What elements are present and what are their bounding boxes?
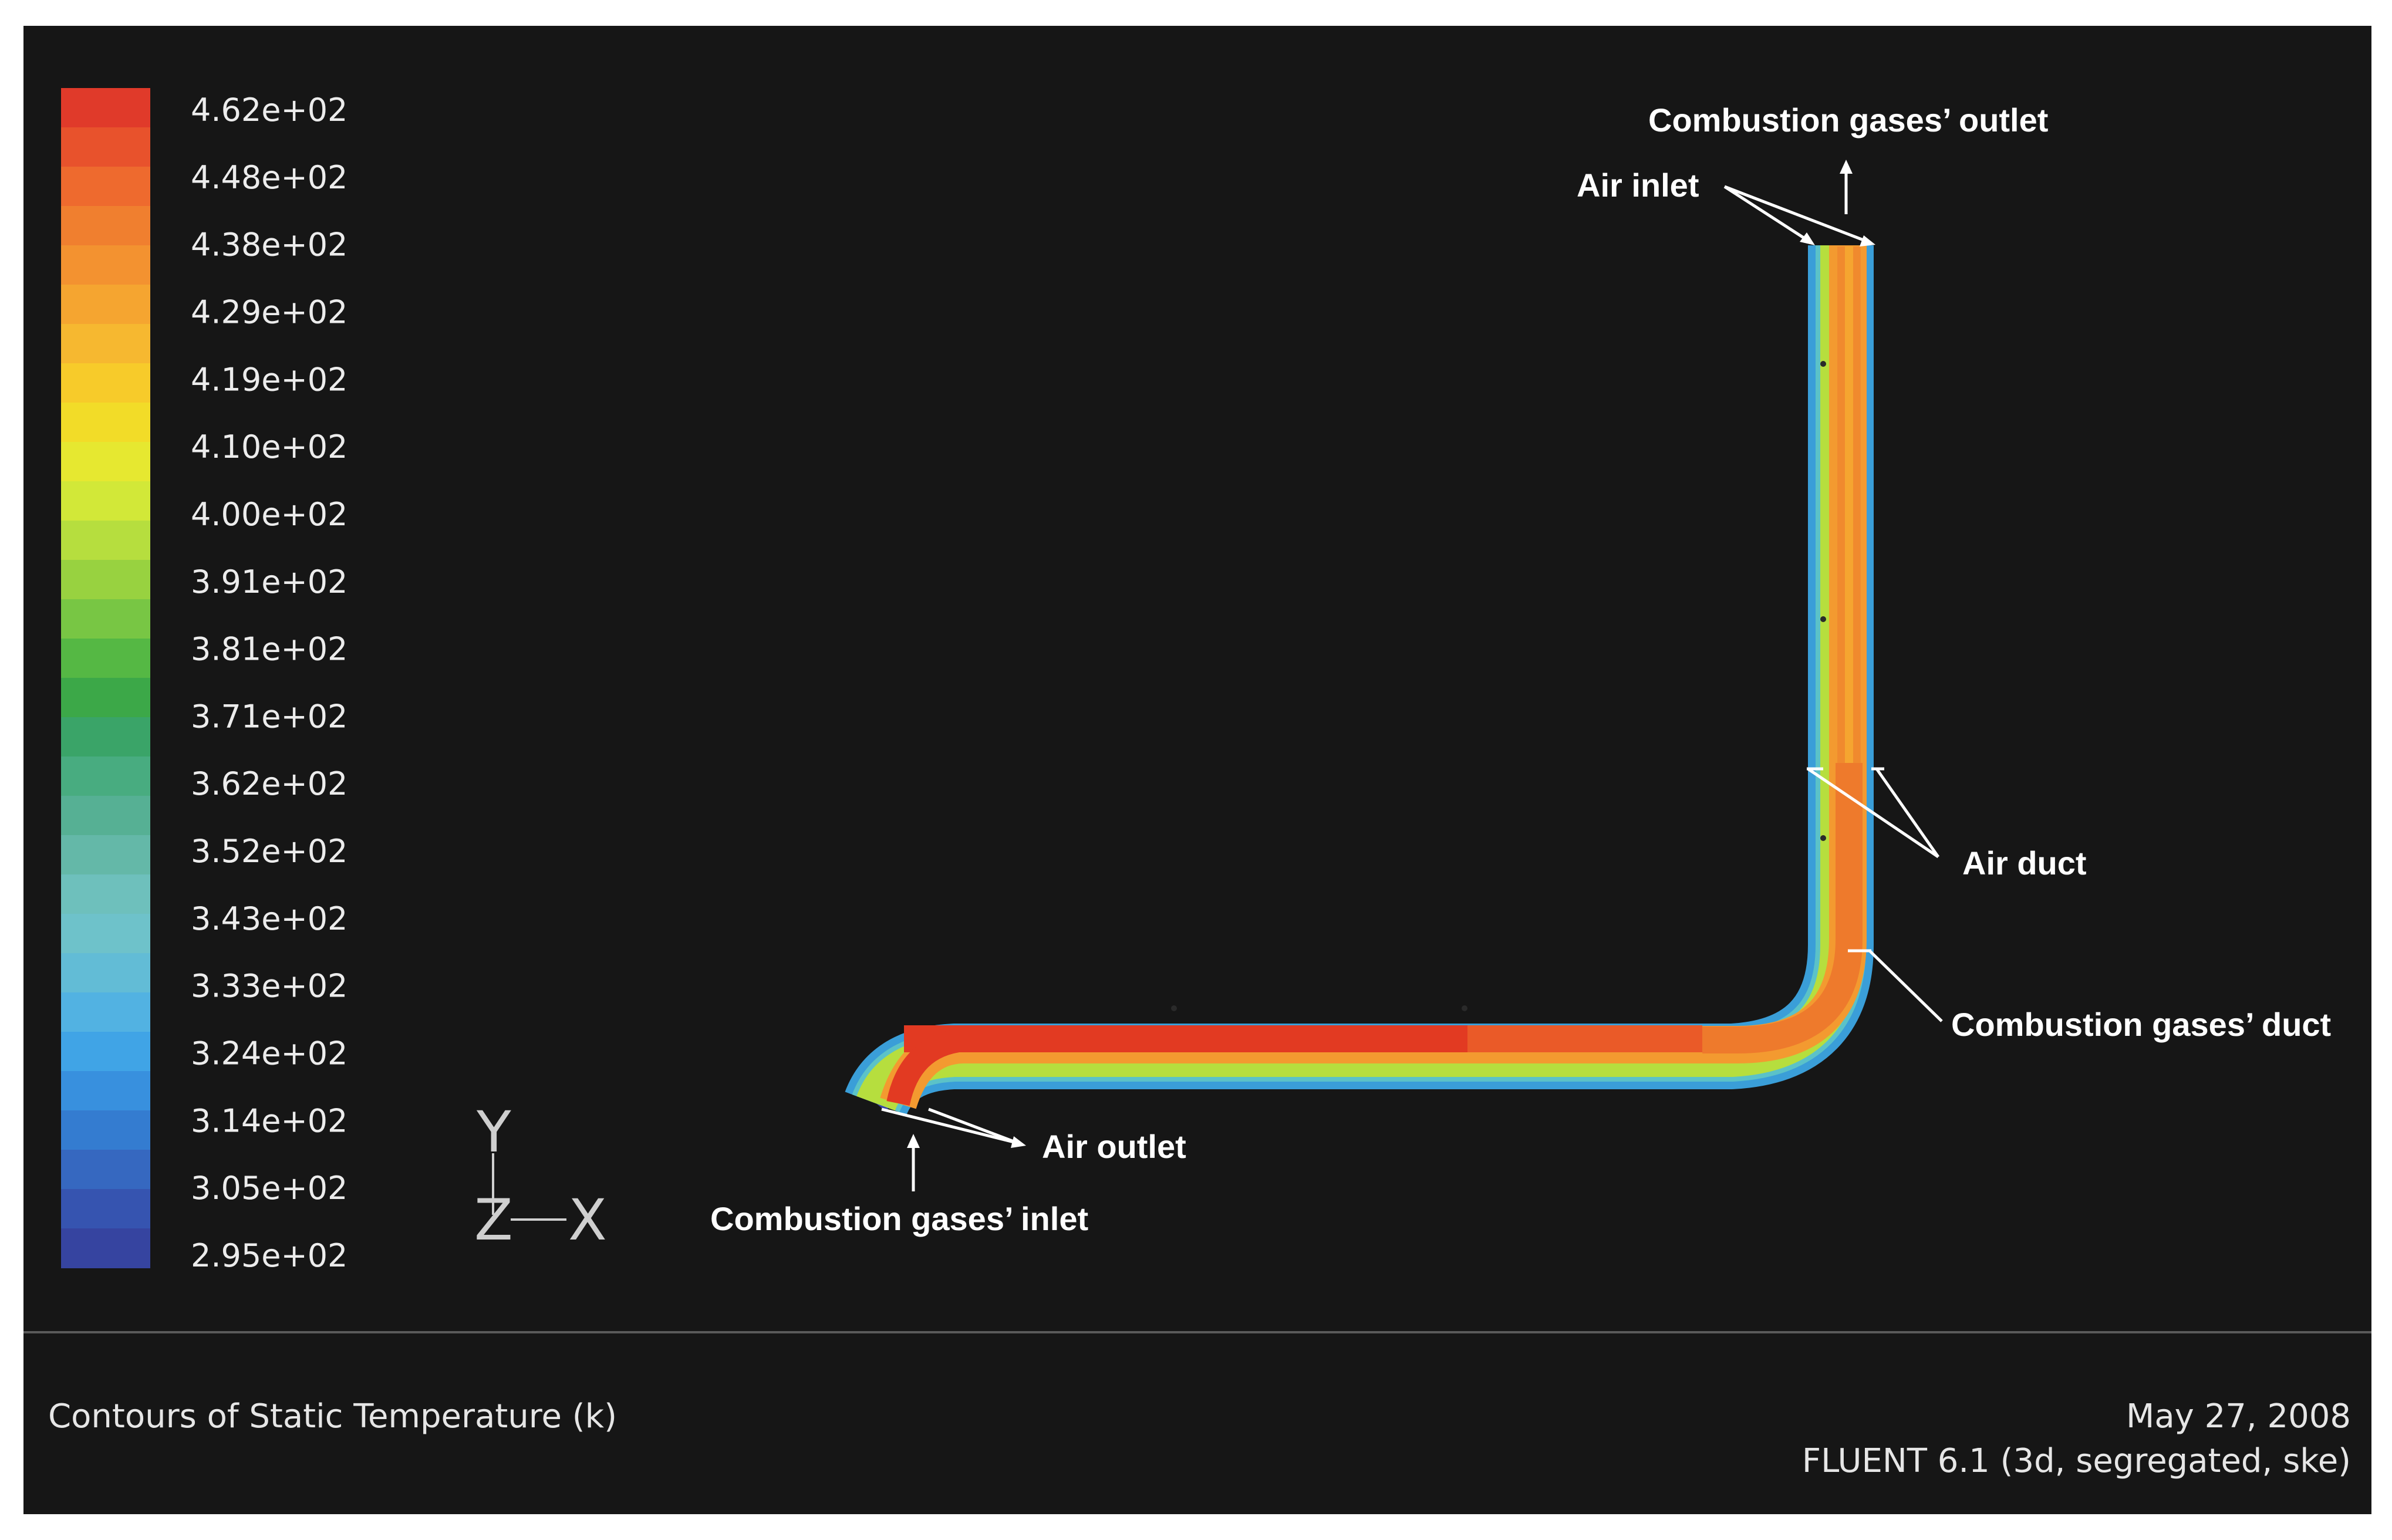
legend-tick-label: 4.62e+02 <box>191 92 348 129</box>
legend-swatch <box>61 1189 150 1229</box>
legend-tick-label: 3.52e+02 <box>191 833 348 870</box>
legend-tick-label: 4.48e+02 <box>191 159 348 196</box>
legend-swatch <box>61 953 150 993</box>
plot-panel <box>23 26 2371 1332</box>
legend-swatch <box>61 874 150 914</box>
legend-tick-label: 3.43e+02 <box>191 900 348 937</box>
footer-solver: FLUENT 6.1 (3d, segregated, ske) <box>1802 1442 2351 1480</box>
annotation-air-outlet: Air outlet <box>881 1107 1186 1165</box>
legend-swatch <box>61 1110 150 1150</box>
legend-tick-label: 3.91e+02 <box>191 563 348 600</box>
legend-swatch <box>61 481 150 521</box>
plot-title: Contours of Static Temperature (k) <box>48 1397 617 1436</box>
legend-swatch <box>61 127 150 167</box>
legend-swatch <box>61 914 150 954</box>
legend-swatch <box>61 1228 150 1268</box>
duct-geometry <box>845 245 1874 1116</box>
legend-color-bar <box>61 88 150 1268</box>
legend-swatch <box>61 835 150 875</box>
legend-swatch <box>61 245 150 285</box>
label-air-outlet: Air outlet <box>1042 1128 1186 1165</box>
legend-swatch <box>61 1150 150 1190</box>
legend-swatch <box>61 1032 150 1072</box>
legend-swatch <box>61 757 150 796</box>
annotation-combustion-inlet: Combustion gases’ inlet <box>710 1134 1088 1237</box>
legend-tick-label: 3.62e+02 <box>191 765 348 802</box>
axis-y-label: Y <box>476 1099 511 1165</box>
legend-swatch <box>61 285 150 325</box>
legend-swatch <box>61 560 150 600</box>
label-air-duct: Air duct <box>1962 845 2087 882</box>
label-combustion-gases-inlet: Combustion gases’ inlet <box>710 1200 1088 1237</box>
legend-swatch <box>61 678 150 718</box>
legend-swatch <box>61 599 150 639</box>
legend-tick-label: 4.38e+02 <box>191 227 348 264</box>
legend-tick-label: 4.00e+02 <box>191 496 348 533</box>
legend-tick-label: 3.81e+02 <box>191 631 348 668</box>
legend-swatch <box>61 639 150 678</box>
annotation-combustion-outlet: Combustion gases’ outlet <box>1648 102 2048 214</box>
legend-swatch <box>61 992 150 1032</box>
axis-z-label: Z <box>474 1187 513 1253</box>
legend-tick-label: 3.71e+02 <box>191 698 348 735</box>
legend-tick-label: 3.14e+02 <box>191 1102 348 1139</box>
legend-swatch <box>61 88 150 128</box>
legend-swatch <box>61 521 150 560</box>
legend-swatch <box>61 796 150 836</box>
legend-swatch <box>61 206 150 246</box>
footer-date: May 27, 2008 <box>2126 1397 2351 1436</box>
legend-swatch <box>61 442 150 482</box>
legend-tick-label: 4.29e+02 <box>191 293 348 330</box>
legend-swatch <box>61 717 150 757</box>
legend-tick-label: 3.05e+02 <box>191 1170 348 1207</box>
legend-swatch <box>61 167 150 207</box>
annotation-combustion-duct: Combustion gases’ duct <box>1848 949 2331 1043</box>
legend-tick-label: 2.95e+02 <box>191 1237 348 1274</box>
label-combustion-gases-outlet: Combustion gases’ outlet <box>1648 102 2048 139</box>
label-combustion-gases-duct: Combustion gases’ duct <box>1951 1006 2331 1043</box>
legend-labels: 4.62e+02 4.48e+02 4.38e+02 4.29e+02 4.19e+02… <box>191 92 348 1274</box>
axis-triad: Y Z X <box>474 1099 607 1253</box>
label-air-inlet: Air inlet <box>1577 167 1699 204</box>
legend-tick-label: 4.10e+02 <box>191 428 348 465</box>
legend-tick-label: 3.33e+02 <box>191 968 348 1005</box>
legend-tick-label: 3.24e+02 <box>191 1035 348 1072</box>
footer-panel <box>23 1332 2371 1514</box>
legend-swatch <box>61 324 150 364</box>
annotation-air-inlet: Air inlet <box>1577 167 1875 246</box>
axis-x-label: X <box>568 1187 607 1253</box>
legend-swatch <box>61 1071 150 1111</box>
annotation-air-duct: Air duct <box>1807 767 2087 882</box>
legend-swatch <box>61 403 150 443</box>
legend-tick-label: 4.19e+02 <box>191 361 348 398</box>
legend-swatch <box>61 363 150 403</box>
